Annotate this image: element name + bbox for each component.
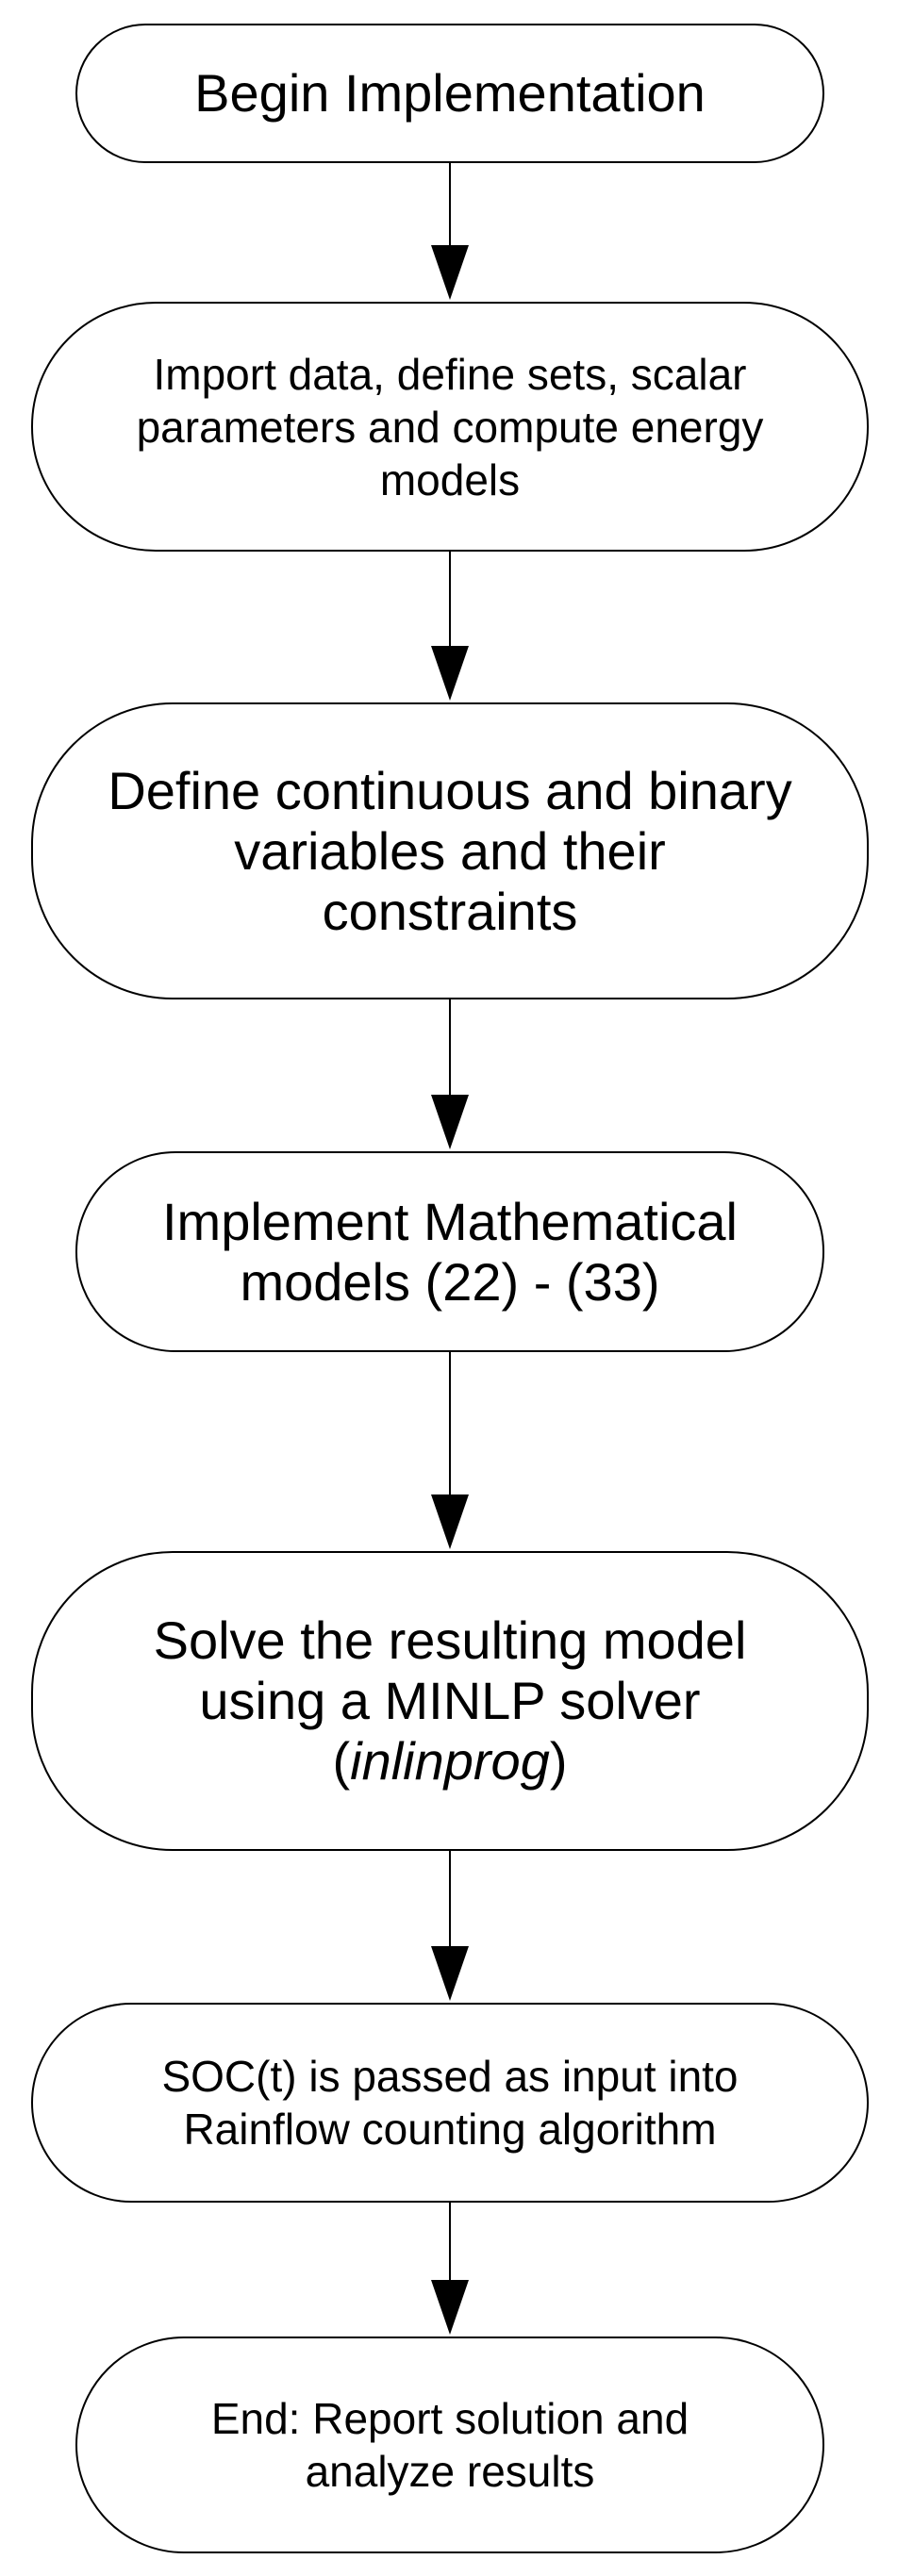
- node-define-variables: Define continuous and binary variables a…: [31, 702, 869, 999]
- node-end-text: End: Report solution and analyze results: [196, 2392, 704, 2498]
- edge-solve-to-soc: [431, 1851, 469, 2001]
- node-define-line-1: Define continuous and binary: [108, 760, 792, 820]
- node-soc-text: SOC(t) is passed as input into Rainflow …: [146, 2050, 753, 2155]
- node-soc-rainflow: SOC(t) is passed as input into Rainflow …: [31, 2003, 869, 2203]
- node-solve-text: Solve the resulting model using a MINLP …: [139, 1610, 762, 1792]
- node-define-text: Define continuous and binary variables a…: [92, 761, 806, 942]
- node-solve-model: Solve the resulting model using a MINLP …: [31, 1551, 869, 1851]
- node-end-report: End: Report solution and analyze results: [75, 2337, 824, 2553]
- edge-impl-to-solve: [431, 1352, 469, 1549]
- node-soc-line-1: SOC(t) is passed as input into: [161, 2052, 739, 2101]
- node-import-line-1: Import data, define sets, scalar: [153, 349, 747, 399]
- node-import-data: Import data, define sets, scalar paramet…: [31, 302, 869, 552]
- solver-paren-open: (: [332, 1731, 351, 1791]
- node-begin-line-1: Begin Implementation: [194, 63, 706, 123]
- node-solve-line-1: Solve the resulting model: [153, 1610, 747, 1670]
- solver-name: inlinprog: [350, 1731, 550, 1791]
- node-end-line-2: analyze results: [305, 2447, 595, 2496]
- node-impl-line-1: Implement Mathematical: [161, 1191, 738, 1251]
- edge-import-to-define: [431, 552, 469, 701]
- node-impl-line-2: models (22) - (33): [240, 1251, 660, 1312]
- node-soc-line-2: Rainflow counting algorithm: [183, 2105, 717, 2154]
- edge-begin-to-import: [431, 163, 469, 300]
- node-solve-line-3: (inlinprog): [154, 1731, 747, 1792]
- node-import-line-3: models: [379, 454, 521, 504]
- edge-soc-to-end: [431, 2203, 469, 2335]
- edge-define-to-impl: [431, 999, 469, 1149]
- solver-paren-close: ): [549, 1731, 568, 1791]
- node-import-text: Import data, define sets, scalar paramet…: [122, 348, 779, 506]
- node-begin-implementation: Begin Implementation: [75, 24, 824, 163]
- node-import-line-2: parameters and compute energy: [136, 402, 764, 452]
- node-implement-models: Implement Mathematical models (22) - (33…: [75, 1151, 824, 1352]
- node-define-line-2: variables and their: [234, 820, 666, 881]
- node-impl-text: Implement Mathematical models (22) - (33…: [147, 1192, 753, 1313]
- node-end-line-1: End: Report solution and: [210, 2394, 689, 2443]
- node-define-line-3: constraints: [322, 881, 578, 941]
- node-solve-line-2: using a MINLP solver: [199, 1671, 701, 1730]
- node-begin-text: Begin Implementation: [179, 63, 721, 124]
